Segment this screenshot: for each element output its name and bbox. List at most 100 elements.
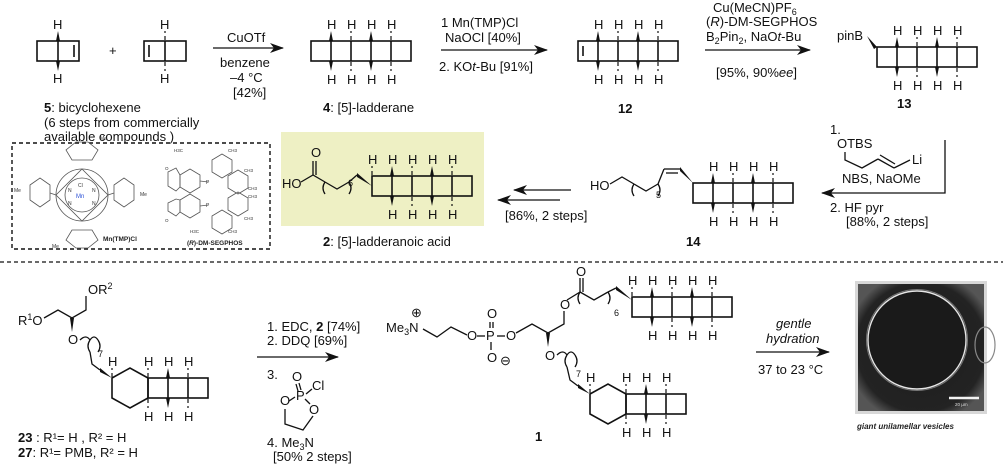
reaction-arrow-step3: Cu(MeCN)PF6 (R)-DM-SEGPHOS B2Pin2, NaOt-…	[705, 0, 818, 80]
svg-text:B2Pin2, NaOt-Bu: B2Pin2, NaOt-Bu	[706, 29, 801, 46]
svg-text:H3C: H3C	[190, 229, 200, 234]
compound-2-highlight	[281, 132, 484, 226]
svg-text:(R)-DM-SEGPHOS: (R)-DM-SEGPHOS	[706, 14, 818, 29]
compound-5-enantiomer-structure: H H	[143, 17, 187, 86]
svg-text:available compounds ): available compounds )	[44, 129, 174, 144]
svg-text:Me: Me	[14, 188, 21, 194]
h-label: H	[662, 425, 671, 440]
h-label: H	[594, 72, 603, 87]
svg-text:hydration: hydration	[766, 331, 819, 346]
wedge-bond	[711, 203, 715, 213]
svg-text:N: N	[68, 188, 72, 194]
h-label: H	[953, 23, 962, 38]
h-label: H	[387, 72, 396, 87]
wedge-bond	[935, 37, 939, 47]
reaction-arrow-step5: [86%, 2 steps]	[497, 185, 587, 223]
h-label: H	[164, 354, 173, 369]
svg-text:Me: Me	[100, 136, 107, 142]
svg-text:OTBS: OTBS	[837, 136, 873, 151]
svg-text:NaOCl [40%]: NaOCl [40%]	[445, 30, 521, 45]
h-label: H	[913, 78, 922, 93]
h-label: H	[367, 17, 376, 32]
svg-text:5: 5	[656, 190, 661, 200]
svg-text:[95%, 90%ee]: [95%, 90%ee]	[716, 65, 797, 80]
svg-text:5: bicyclohexene: 5: bicyclohexene	[44, 100, 141, 115]
h-label: H	[648, 273, 657, 288]
svg-text:O: O	[487, 306, 497, 321]
h-label: H	[347, 17, 356, 32]
h-label: H	[953, 78, 962, 93]
svg-text:Me: Me	[52, 244, 59, 250]
svg-text:O: O	[487, 350, 497, 365]
wedge-bond	[895, 37, 899, 47]
h-label: H	[654, 72, 663, 87]
h-label: H	[327, 17, 336, 32]
svg-text:OR2: OR2	[88, 281, 113, 297]
h-label: H	[184, 354, 193, 369]
h-label: H	[408, 152, 417, 167]
svg-text:1.: 1.	[830, 122, 841, 137]
svg-text:HO: HO	[282, 176, 302, 191]
h-label: H	[144, 409, 153, 424]
svg-text:O: O	[165, 166, 169, 171]
svg-text:(R)-DM-SEGPHOS: (R)-DM-SEGPHOS	[187, 240, 243, 247]
cyclohexane-ring	[589, 383, 627, 425]
h-label: H	[729, 159, 738, 174]
svg-text:CuOTf: CuOTf	[227, 30, 266, 45]
h-label: H	[448, 152, 457, 167]
wedge-bond	[751, 203, 755, 213]
label-14: 14	[686, 234, 701, 249]
svg-text:Cl: Cl	[312, 378, 324, 393]
svg-text:P: P	[486, 328, 495, 343]
reaction-arrow-step4: 1. OTBS Li NBS, NaOMe 2. HF pyr [88%, 2 …	[821, 122, 946, 229]
svg-text:⊖: ⊖	[500, 353, 511, 368]
h-label: H	[634, 17, 643, 32]
svg-text:7: 7	[576, 369, 581, 379]
h-label: H	[428, 152, 437, 167]
wedge-bond	[596, 61, 600, 71]
svg-text:2. DDQ [69%]: 2. DDQ [69%]	[267, 333, 347, 348]
svg-text:O: O	[68, 332, 78, 347]
wedge-bond	[166, 368, 170, 378]
h-label: H	[708, 328, 717, 343]
wedge-bond	[390, 166, 394, 176]
wedge-bond	[690, 317, 694, 327]
wedge-bond	[390, 196, 394, 206]
svg-text:(6 steps from commercially: (6 steps from commercially	[44, 115, 200, 130]
svg-text:[88%, 2 steps]: [88%, 2 steps]	[846, 214, 928, 229]
wedge-bond	[650, 317, 654, 327]
wedge-bond	[369, 61, 373, 71]
h-label: H	[368, 152, 377, 167]
h-label: H	[933, 23, 942, 38]
svg-text:[42%]: [42%]	[233, 85, 266, 100]
wedge-bond	[636, 31, 640, 41]
h-label: H	[769, 214, 778, 229]
h-label: H	[53, 71, 62, 86]
h-label: H	[614, 72, 623, 87]
h-label: H	[622, 370, 631, 385]
svg-text:CH3: CH3	[244, 168, 253, 173]
svg-text:27: R¹= PMB, R² = H: 27: R¹= PMB, R² = H	[18, 445, 138, 460]
plus-sign: +	[109, 43, 117, 58]
h-label: H	[913, 23, 922, 38]
h-label: H	[709, 214, 718, 229]
h-label: H	[367, 72, 376, 87]
svg-text:O: O	[467, 328, 477, 343]
svg-text:O: O	[280, 393, 290, 408]
svg-text:O: O	[545, 348, 555, 363]
h-label: H	[893, 23, 902, 38]
pinb-label: pinB	[837, 28, 863, 43]
h-label: H	[662, 370, 671, 385]
svg-text:P: P	[296, 388, 305, 403]
svg-text:NBS, NaOMe: NBS, NaOMe	[842, 171, 921, 186]
wedge-bond	[369, 31, 373, 41]
svg-text:3.: 3.	[267, 367, 278, 382]
svg-text:Me3N: Me3N	[386, 320, 418, 337]
svg-text:O: O	[165, 218, 169, 223]
svg-text:CH3: CH3	[244, 216, 253, 221]
svg-text:HO: HO	[590, 178, 610, 193]
h-label: H	[688, 328, 697, 343]
h-label: H	[160, 71, 169, 86]
